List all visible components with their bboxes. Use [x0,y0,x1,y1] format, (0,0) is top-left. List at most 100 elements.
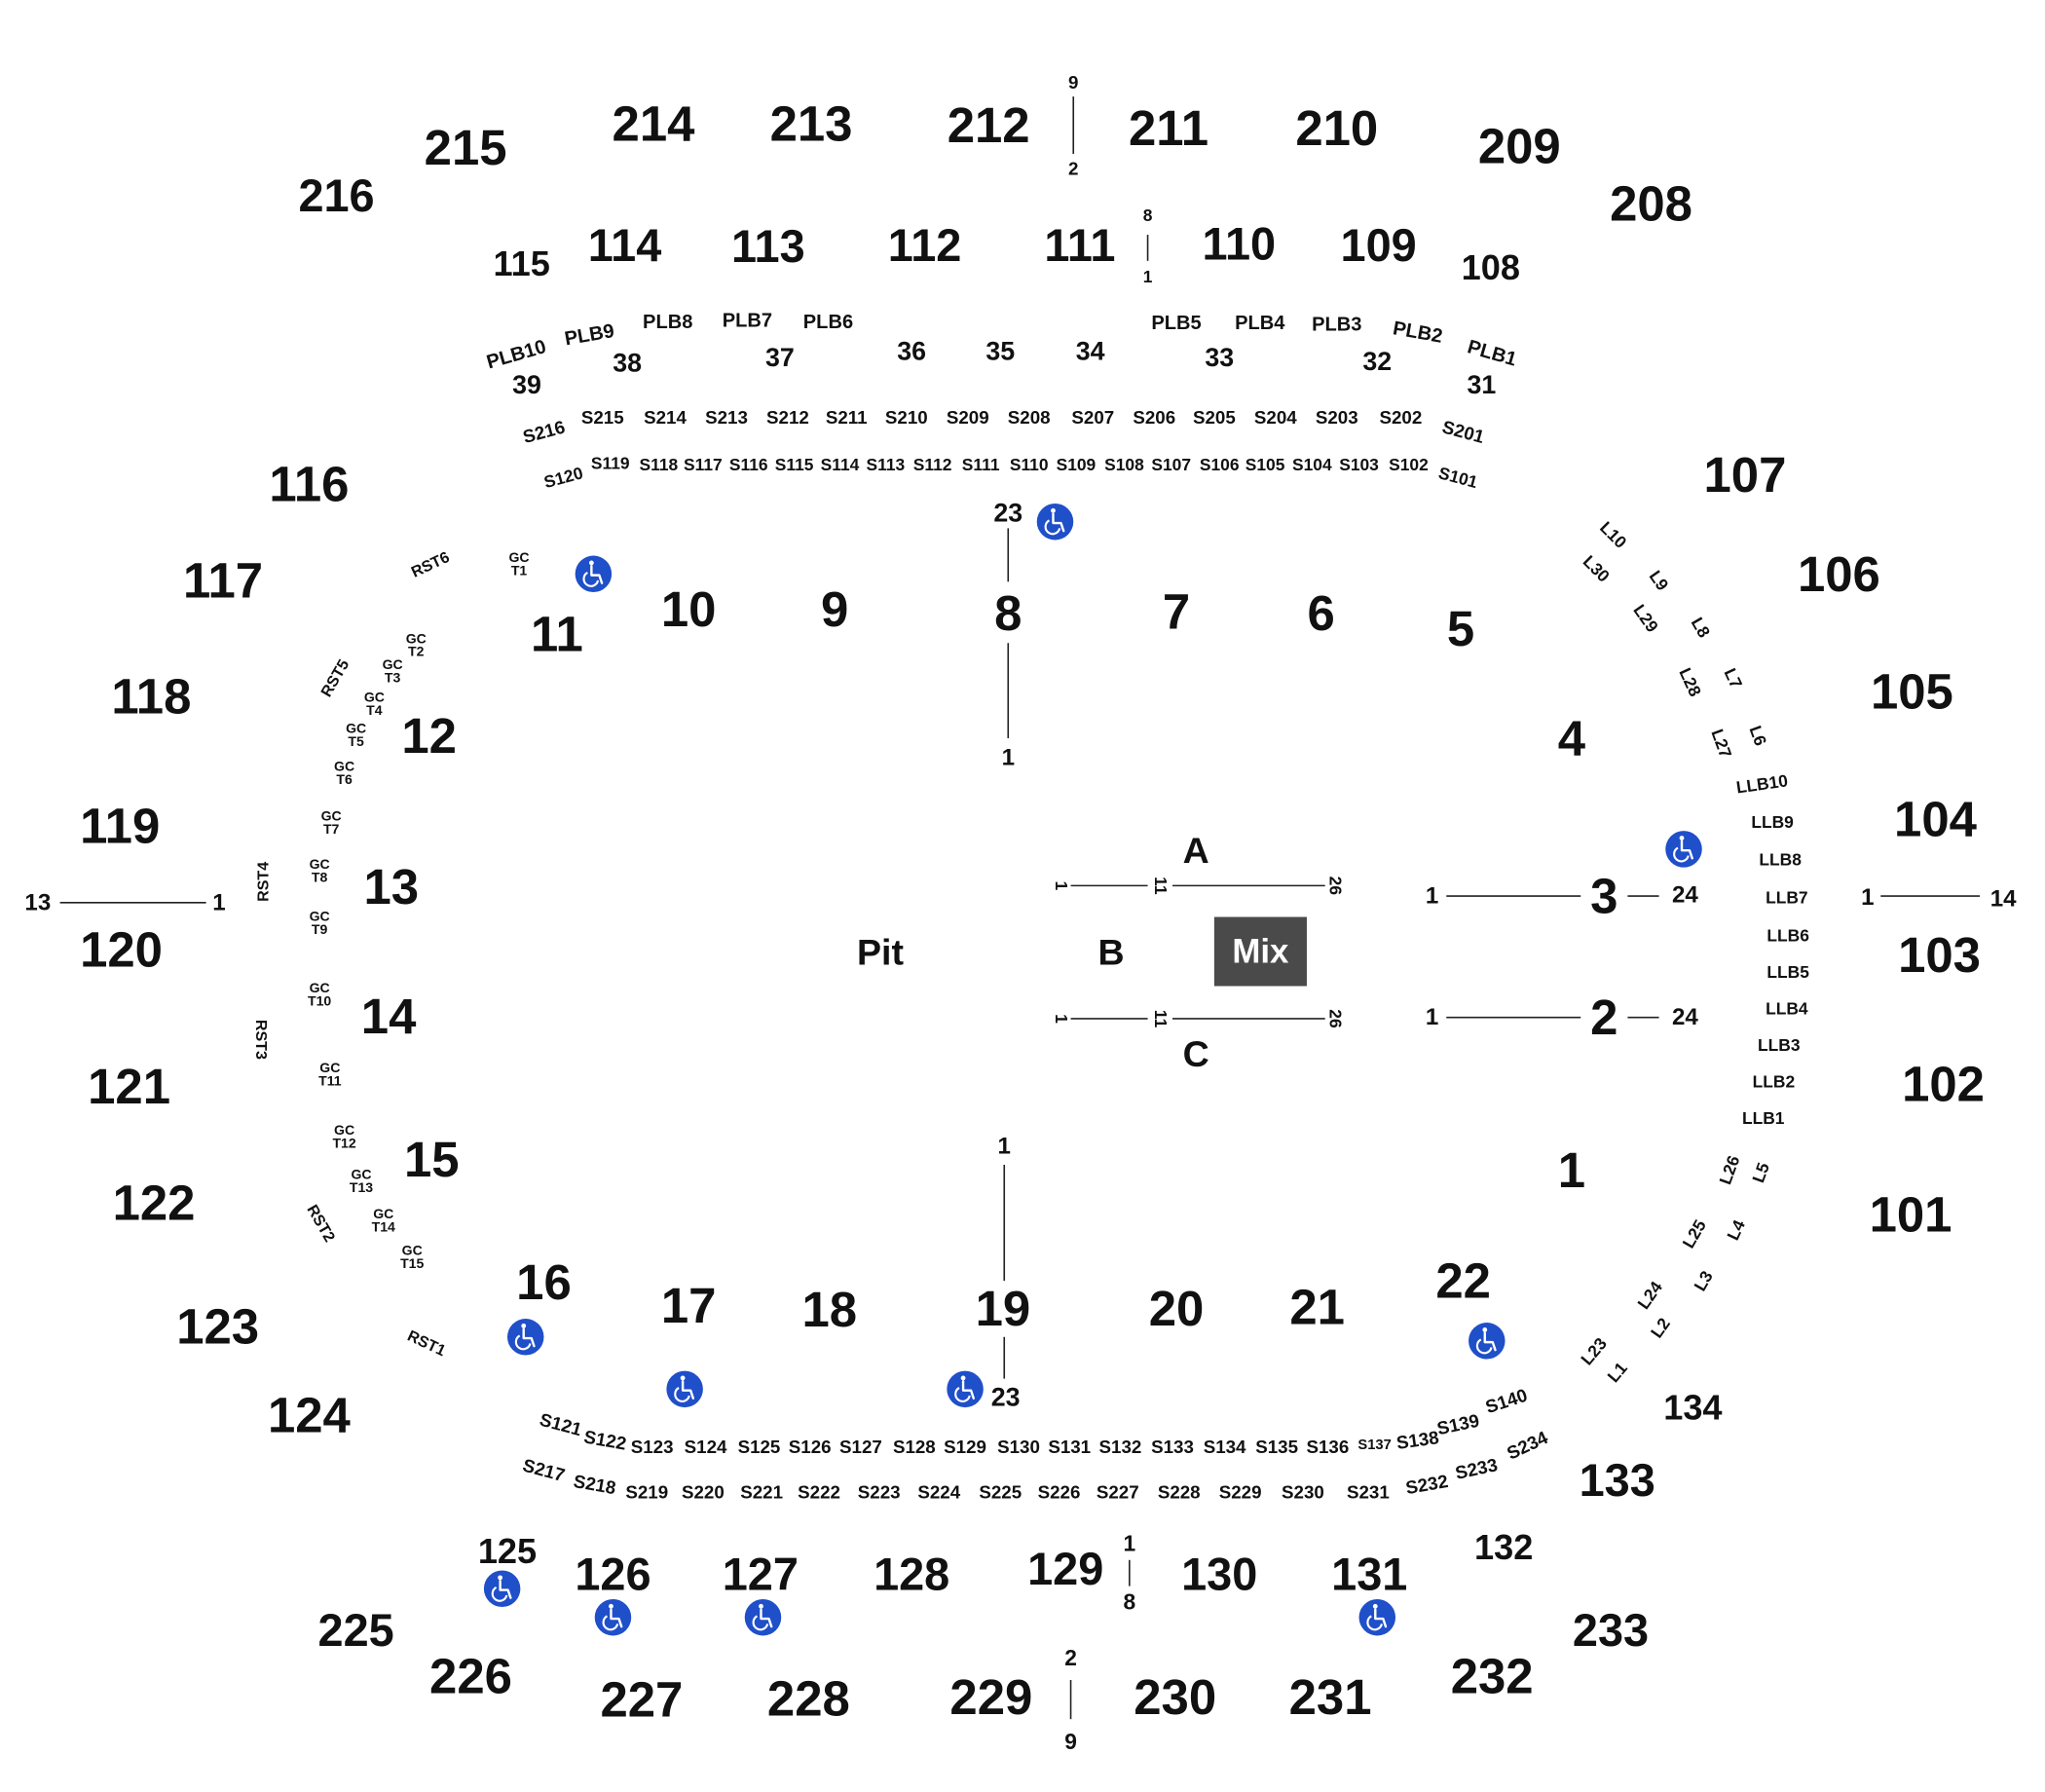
section-131[interactable]: 131 [1331,1549,1407,1600]
floor-section-35[interactable]: 35 [985,336,1015,365]
suite-s130[interactable]: S130 [997,1437,1040,1457]
row-marker-1[interactable]: 1 [1052,1014,1071,1024]
section-211[interactable]: 211 [1129,100,1208,156]
suite-s207[interactable]: S207 [1071,407,1114,428]
row-marker-2[interactable]: 2 [1064,1645,1077,1670]
section-103[interactable]: 103 [1898,927,1981,983]
suite-s103[interactable]: S103 [1339,455,1379,474]
suite-s132[interactable]: S132 [1099,1437,1142,1457]
suite-s120[interactable]: S120 [541,463,584,492]
loge-box-plb4[interactable]: PLB4 [1235,313,1285,334]
suite-s109[interactable]: S109 [1057,455,1097,474]
section-210[interactable]: 210 [1295,100,1378,156]
row-marker-23[interactable]: 23 [993,498,1022,527]
loge-l5[interactable]: L5 [1748,1160,1773,1185]
floor-section-8[interactable]: 8 [994,585,1022,641]
row-marker-23[interactable]: 23 [991,1382,1021,1411]
suite-s204[interactable]: S204 [1254,407,1297,428]
floor-section-3[interactable]: 3 [1590,869,1617,924]
suite-s233[interactable]: S233 [1453,1454,1499,1483]
section-230[interactable]: 230 [1134,1669,1216,1725]
floor-section-20[interactable]: 20 [1149,1281,1205,1336]
section-119[interactable]: 119 [80,798,160,853]
suite-s125[interactable]: S125 [738,1437,781,1457]
loge-box-plb6[interactable]: PLB6 [803,312,853,333]
section-113[interactable]: 113 [731,221,805,272]
floor-section-15[interactable]: 15 [404,1132,460,1187]
section-115[interactable]: 115 [494,243,550,283]
loge-l2[interactable]: L2 [1647,1314,1674,1341]
section-125[interactable]: 125 [478,1531,537,1571]
floor-section-4[interactable]: 4 [1558,711,1586,766]
suite-s223[interactable]: S223 [858,1482,901,1503]
suite-s231[interactable]: S231 [1347,1482,1390,1503]
section-208[interactable]: 208 [1610,175,1692,231]
section-106[interactable]: 106 [1798,546,1880,602]
loge-box-llb2[interactable]: LLB2 [1753,1071,1796,1091]
section-232[interactable]: 232 [1451,1648,1534,1703]
suite-s117[interactable]: S117 [684,455,723,474]
section-111[interactable]: 111 [1044,220,1115,271]
section-112[interactable]: 112 [888,220,962,271]
floor-area-b[interactable]: B [1098,932,1125,973]
section-212[interactable]: 212 [948,97,1030,153]
section-130[interactable]: 130 [1181,1549,1257,1600]
suite-s221[interactable]: S221 [740,1482,783,1503]
suite-s108[interactable]: S108 [1104,455,1144,474]
suite-s202[interactable]: S202 [1379,407,1422,428]
suite-s122[interactable]: S122 [582,1426,628,1453]
floor-section-33[interactable]: 33 [1205,343,1234,372]
section-120[interactable]: 120 [80,922,163,978]
section-226[interactable]: 226 [429,1648,512,1703]
rail-table-rst6[interactable]: RST6 [409,548,453,581]
section-104[interactable]: 104 [1894,792,1978,847]
suite-s110[interactable]: S110 [1010,455,1049,474]
suite-s127[interactable]: S127 [839,1437,882,1457]
suite-s206[interactable]: S206 [1133,407,1175,428]
row-marker-1[interactable]: 1 [998,1134,1011,1160]
suite-s214[interactable]: S214 [644,407,687,428]
floor-section-18[interactable]: 18 [801,1282,857,1337]
suite-s213[interactable]: S213 [705,407,748,428]
floor-section-39[interactable]: 39 [512,370,541,399]
suite-s123[interactable]: S123 [631,1437,674,1457]
suite-s209[interactable]: S209 [947,407,989,428]
rail-table-rst5[interactable]: RST5 [317,656,353,700]
loge-l24[interactable]: L24 [1633,1278,1666,1313]
loge-l1[interactable]: L1 [1604,1358,1632,1386]
section-134[interactable]: 134 [1663,1388,1722,1428]
rail-table-rst1[interactable]: RST1 [405,1327,449,1361]
floor-section-22[interactable]: 22 [1435,1253,1491,1309]
suite-s104[interactable]: S104 [1292,455,1332,474]
loge-l23[interactable]: L23 [1577,1333,1611,1368]
suite-s230[interactable]: S230 [1282,1482,1324,1503]
floor-section-17[interactable]: 17 [661,1278,717,1333]
row-marker-11[interactable]: 11 [1151,877,1171,895]
loge-l30[interactable]: L30 [1580,551,1614,585]
suite-s220[interactable]: S220 [682,1482,725,1503]
floor-section-2[interactable]: 2 [1590,989,1617,1045]
loge-l9[interactable]: L9 [1646,567,1673,594]
section-133[interactable]: 133 [1580,1455,1655,1506]
section-114[interactable]: 114 [588,220,662,271]
floor-section-11[interactable]: 11 [531,606,583,661]
loge-box-llb7[interactable]: LLB7 [1766,887,1808,907]
row-marker-1[interactable]: 1 [1123,1530,1135,1555]
row-marker-11[interactable]: 11 [1151,1010,1171,1028]
row-marker-26[interactable]: 26 [1325,877,1345,896]
suite-s226[interactable]: S226 [1038,1482,1081,1503]
floor-section-1[interactable]: 1 [1558,1142,1585,1198]
suite-s229[interactable]: S229 [1219,1482,1262,1503]
suite-s217[interactable]: S217 [521,1455,568,1486]
suite-s105[interactable]: S105 [1246,455,1285,474]
mix-label[interactable]: Mix [1232,933,1289,971]
suite-s205[interactable]: S205 [1193,407,1236,428]
suite-s210[interactable]: S210 [885,407,928,428]
loge-box-plb2[interactable]: PLB2 [1392,317,1444,348]
section-116[interactable]: 116 [269,456,349,511]
rail-table-rst4[interactable]: RST4 [255,862,273,902]
